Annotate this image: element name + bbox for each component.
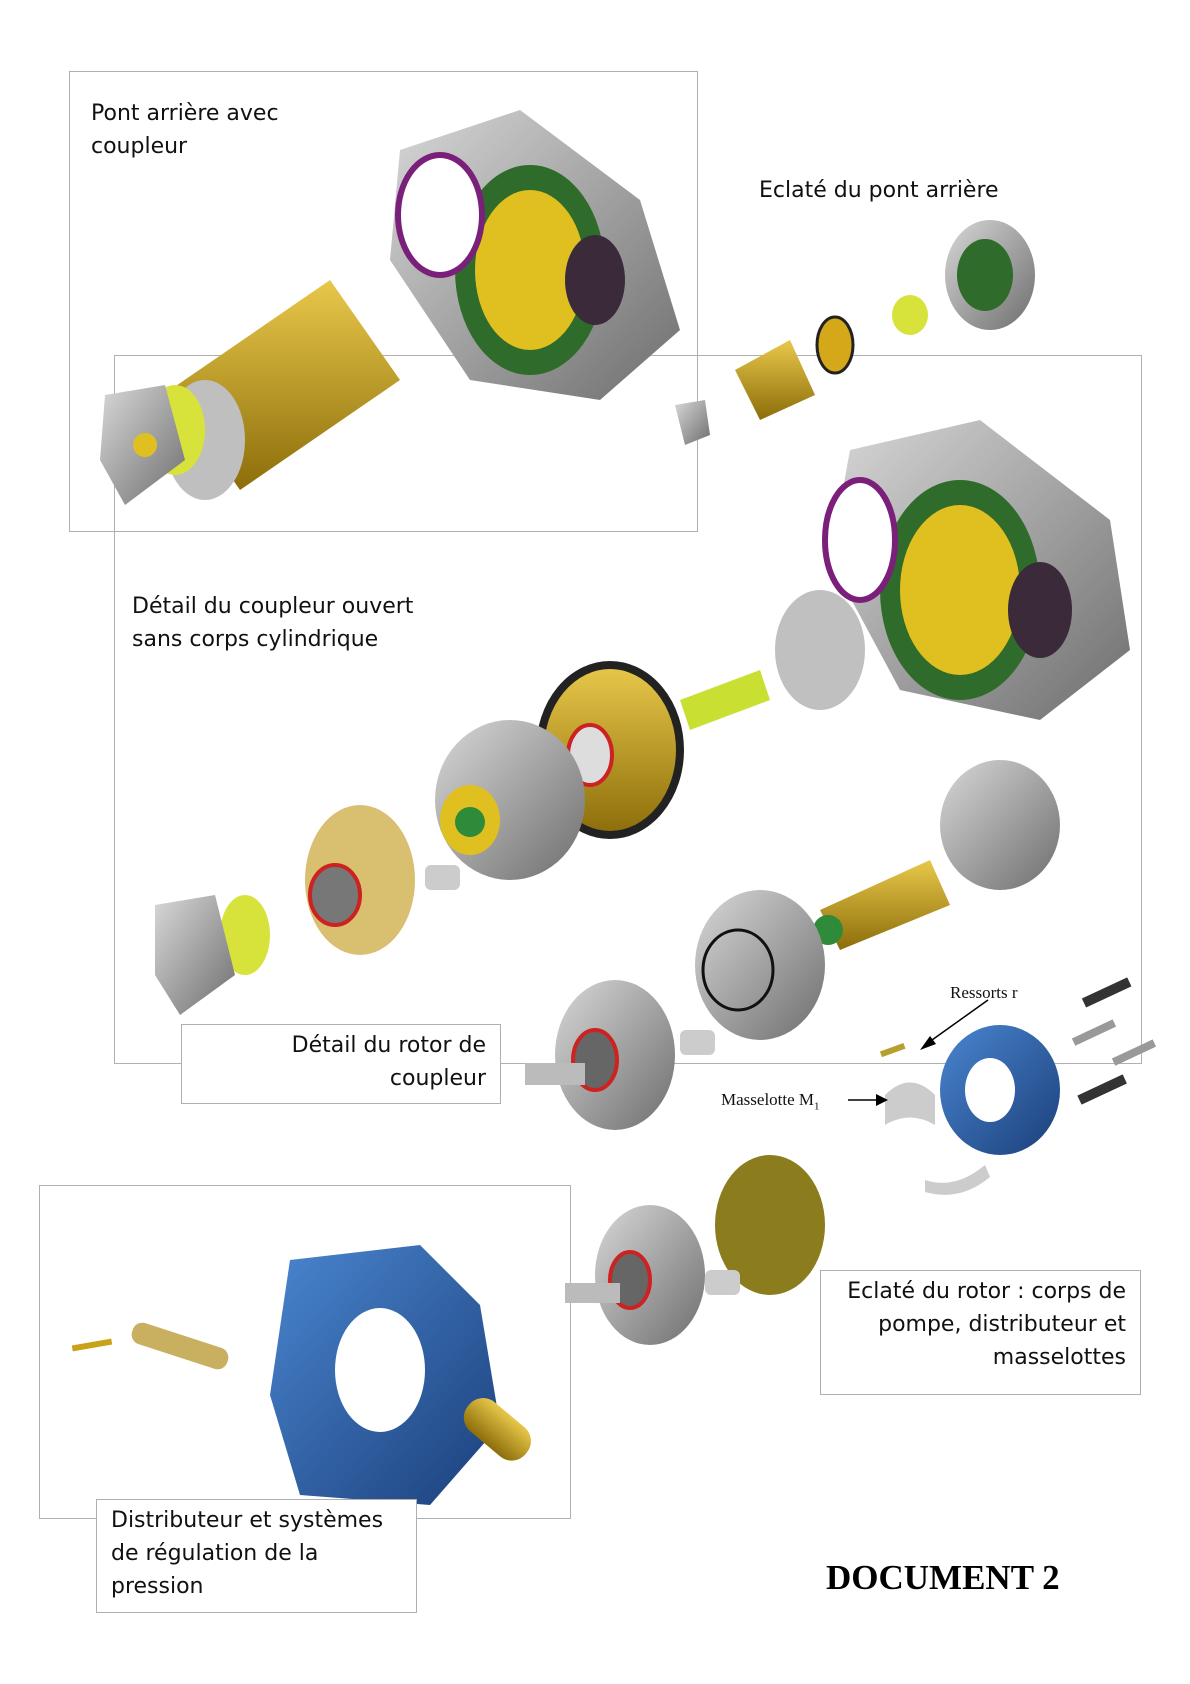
label-eclate-rotor: Eclaté du rotor : corps de pompe, distri… <box>820 1270 1141 1395</box>
distributor-assembly <box>71 1245 531 1505</box>
label-masselotte: Masselotte M1 <box>721 1090 820 1112</box>
label-eclate-pont: Eclaté du pont arrière <box>759 178 999 203</box>
rear-axle-exploded-small <box>675 220 1035 445</box>
masselotte-subscript: 1 <box>814 1100 820 1113</box>
rotor-assembly <box>525 760 1060 1130</box>
callout-arrows <box>848 999 989 1106</box>
label-pont-arriere: Pont arrière avec coupleur <box>91 101 279 159</box>
rear-axle-assembly <box>100 110 680 505</box>
label-distributeur: Distributeur et systèmes de régulation d… <box>96 1499 417 1613</box>
coupler-open-assembly <box>155 420 1130 1015</box>
frame-pont-arriere <box>69 71 698 532</box>
rotor-exploded-parts <box>565 977 1157 1345</box>
label-detail-coupleur: Détail du coupleur ouvert sans corps cyl… <box>132 594 414 652</box>
document-title: DOCUMENT 2 <box>826 1558 1060 1597</box>
label-ressorts: Ressorts r <box>950 983 1018 1002</box>
masselotte-text: Masselotte M <box>721 1090 815 1109</box>
label-detail-rotor: Détail du rotor de coupleur <box>181 1024 501 1104</box>
